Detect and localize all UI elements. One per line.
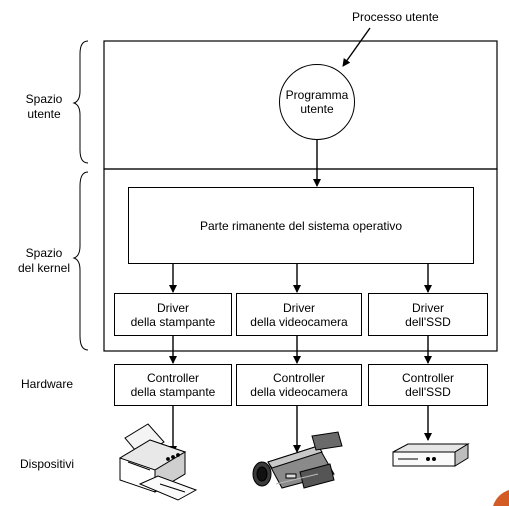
kernel-space-brace <box>72 171 89 351</box>
driver-box-ssd: Driver dell'SSD <box>368 293 488 336</box>
controller-box-printer: Controller della stampante <box>114 364 232 406</box>
driver-camera-line2: della videocamera <box>250 314 348 329</box>
driver-ssd-line1: Driver <box>412 300 444 315</box>
kernel-space-label-line1: Spazio <box>25 246 63 260</box>
devices-label: Dispositivi <box>19 457 74 471</box>
controller-box-camera: Controller della videocamera <box>236 364 362 406</box>
kernel-space-label: Spazio del kernel <box>12 246 76 276</box>
driver-camera-line1: Driver <box>283 300 315 315</box>
corner-mark <box>493 490 509 506</box>
controller-ssd-line1: Controller <box>401 371 455 385</box>
os-rest-label: Parte rimanente del sistema operativo <box>199 218 403 233</box>
controller-camera-line2: della videocamera <box>250 385 348 399</box>
user-space-brace <box>72 40 89 164</box>
kernel-space-region <box>103 168 498 352</box>
driver-printer-line1: Driver <box>157 300 189 315</box>
user-space-label-line2: utente <box>27 107 61 121</box>
os-rest-box: Parte rimanente del sistema operativo <box>128 187 474 264</box>
user-program-circle: Programma utente <box>279 64 355 140</box>
kernel-space-label-line2: del kernel <box>17 261 71 275</box>
user-space-label-line1: Spazio <box>25 92 63 106</box>
ssd-icon <box>392 443 470 467</box>
controller-printer-line1: Controller <box>146 371 200 385</box>
hardware-label: Hardware <box>20 377 74 391</box>
driver-box-printer: Driver della stampante <box>114 293 232 336</box>
controller-ssd-line2: dell'SSD <box>405 385 451 399</box>
printer-icon <box>118 423 198 501</box>
controller-printer-line2: della stampante <box>130 385 216 399</box>
user-space-label: Spazio utente <box>14 92 74 122</box>
camcorder-icon <box>252 431 343 489</box>
driver-box-camera: Driver della videocamera <box>236 293 362 336</box>
process-label: Processo utente <box>352 10 439 24</box>
controller-box-ssd: Controller dell'SSD <box>368 364 488 406</box>
driver-ssd-line2: dell'SSD <box>405 314 451 329</box>
driver-printer-line2: della stampante <box>130 314 216 329</box>
arrow-process-to-program <box>342 27 371 67</box>
user-program-line2: utente <box>300 102 334 116</box>
controller-camera-line1: Controller <box>272 371 326 385</box>
user-program-line1: Programma <box>285 88 349 102</box>
